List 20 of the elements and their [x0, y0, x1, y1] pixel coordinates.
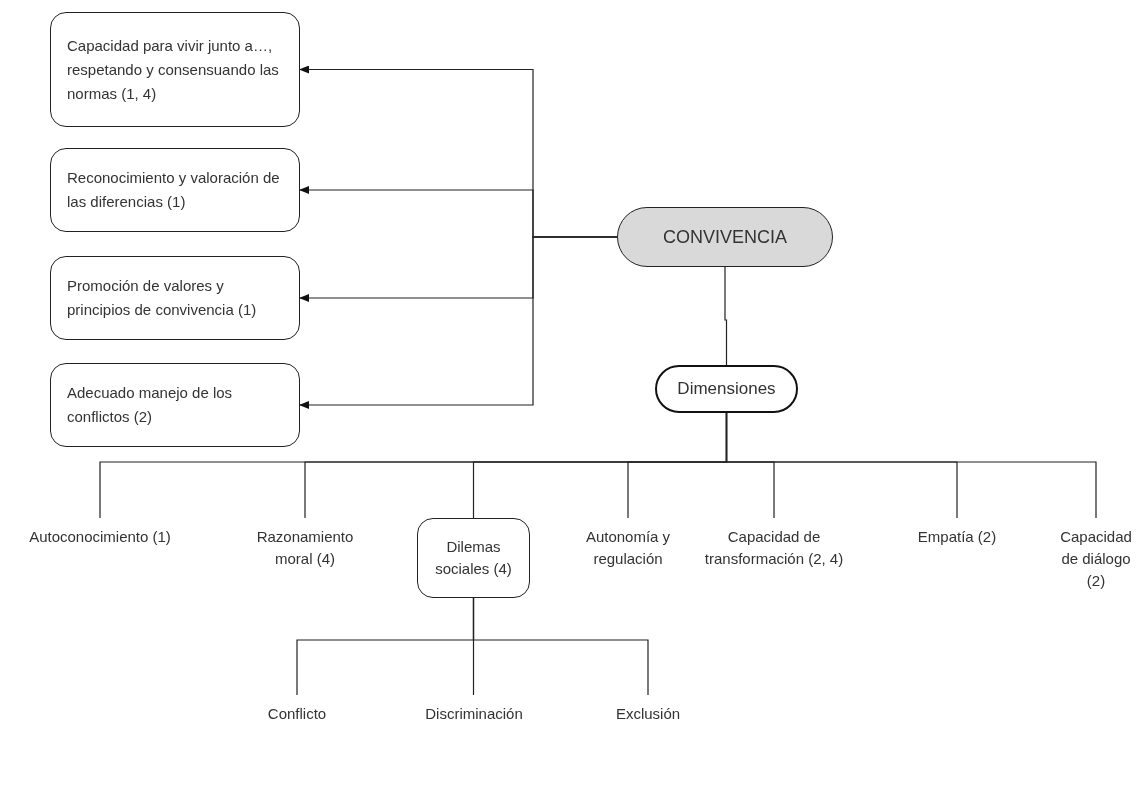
- dimension-pill: Dimensiones: [655, 365, 798, 413]
- rounded-box: Promoción de valores y principios de convivencia (1): [50, 256, 300, 340]
- node-label: Razonamiento moral (4): [240, 518, 370, 578]
- node-label: Empatía (2): [917, 518, 997, 578]
- rounded-box: Dilemas sociales (4): [417, 518, 530, 598]
- node-label: Autonomía y regulación: [573, 518, 683, 578]
- node-label: Capacidad de transformación (2, 4): [699, 518, 849, 603]
- node-label: Discriminación: [409, 695, 539, 729]
- node-label: Conflicto: [247, 695, 347, 729]
- arrow: [299, 236, 618, 409]
- connector-line: [724, 266, 728, 366]
- connector-line: [725, 412, 1097, 519]
- concept-pill: CONVIVENCIA: [617, 207, 833, 267]
- node-label: Exclusión: [598, 695, 698, 729]
- node-label: Autoconocimiento (1): [10, 518, 190, 578]
- rounded-box: Adecuado manejo de los conflictos (2): [50, 363, 300, 447]
- node-label: Capacidad de diálogo (2): [1056, 518, 1136, 603]
- rounded-box: Capacidad para vivir junto a…, respetando y consensuando las normas (1, 4): [50, 12, 300, 127]
- connector-line: [472, 597, 649, 696]
- rounded-box: Reconocimiento y valoración de las diferencias (1): [50, 148, 300, 232]
